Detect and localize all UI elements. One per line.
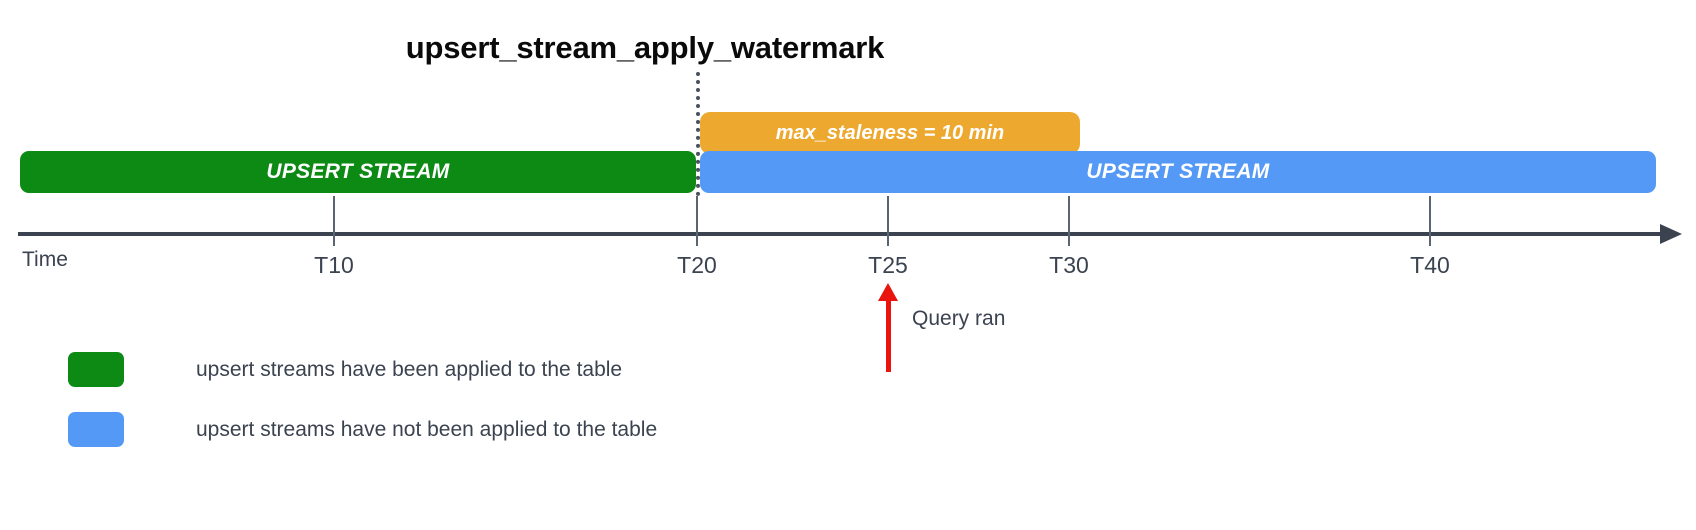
upsert-stream-applied-bar: UPSERT STREAM: [20, 151, 696, 193]
time-axis-line: [18, 232, 1666, 236]
tick-mark-t25: [887, 196, 889, 246]
time-axis-label: Time: [22, 248, 68, 271]
tick-label-t30: T30: [1049, 252, 1089, 278]
upsert-stream-not-applied-label: UPSERT STREAM: [1086, 160, 1270, 183]
legend-item-applied: upsert streams have been applied to the …: [68, 352, 622, 387]
legend-item-not-applied: upsert streams have not been applied to …: [68, 412, 657, 447]
tick-label-t25: T25: [868, 252, 908, 278]
tick-mark-t20: [696, 196, 698, 246]
upsert-stream-not-applied-bar: UPSERT STREAM: [700, 151, 1656, 193]
query-ran-label: Query ran: [912, 307, 1006, 330]
time-axis-arrow-icon: [1660, 224, 1682, 244]
legend-label-applied: upsert streams have been applied to the …: [196, 357, 623, 381]
tick-label-t10: T10: [314, 252, 354, 278]
watermark-dotted-line: [696, 72, 700, 196]
tick-label-t20: T20: [677, 252, 717, 278]
page-title: upsert_stream_apply_watermark: [405, 30, 885, 65]
tick-mark-t10: [333, 196, 335, 246]
query-ran-arrow-shaft: [886, 300, 891, 372]
legend-swatch-blue: [68, 412, 124, 447]
legend-label-not-applied: upsert streams have not been applied to …: [196, 417, 658, 441]
max-staleness-label: max_staleness = 10 min: [775, 121, 1005, 144]
tick-mark-t30: [1068, 196, 1070, 246]
tick-label-t40: T40: [1410, 252, 1450, 278]
upsert-stream-applied-label: UPSERT STREAM: [266, 160, 450, 183]
legend-swatch-green: [68, 352, 124, 387]
query-ran-arrow-icon: [878, 283, 898, 301]
max-staleness-band: max_staleness = 10 min: [700, 112, 1080, 154]
tick-mark-t40: [1429, 196, 1431, 246]
